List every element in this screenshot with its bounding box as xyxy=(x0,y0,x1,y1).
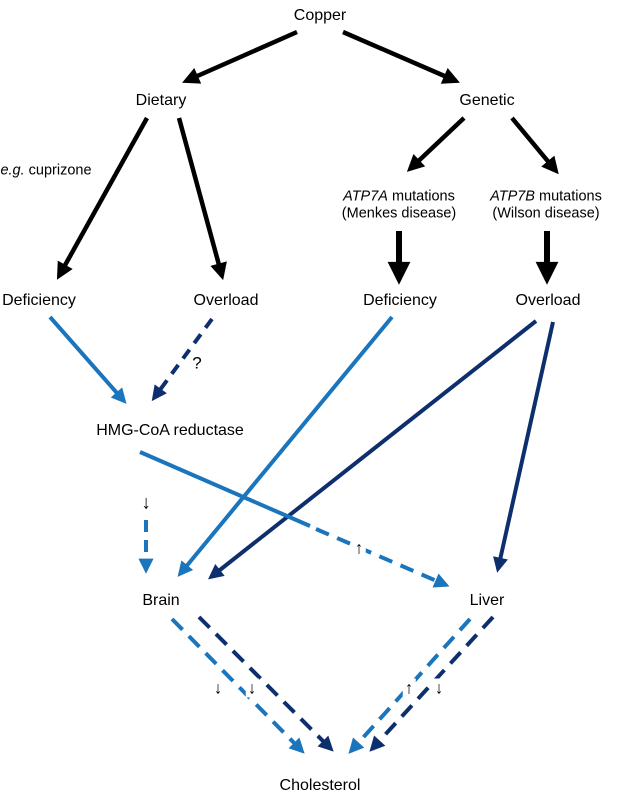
atp7a-disease: (Menkes disease) xyxy=(341,205,457,221)
cuprizone-prefix: e.g. xyxy=(0,162,25,179)
arrow-genetic-overload-to-brain xyxy=(208,319,538,580)
arrow-copper-to-genetic xyxy=(342,29,460,84)
cuprizone-text: cuprizone xyxy=(24,162,92,179)
node-cuprizone: e.g. cuprizone xyxy=(0,163,91,180)
arrow-hmg-to-liver-solid-segment xyxy=(139,450,311,528)
node-copper: Copper xyxy=(293,6,347,24)
arrow-genetic-overload-to-liver xyxy=(493,321,555,573)
down-arrow-icon: ↓ xyxy=(211,678,225,698)
up-arrow-icon: ↑ xyxy=(352,538,366,558)
node-genetic: Genetic xyxy=(459,91,515,109)
node-hmg-coa-reductase: HMG-CoA reductase xyxy=(96,421,244,439)
question-mark-annotation: ? xyxy=(192,353,202,373)
node-atp7b-mutations: ATP7B mutations (Wilson disease) xyxy=(490,188,602,221)
node-genetic-overload: Overload xyxy=(515,291,581,309)
atp7b-line1: ATP7B mutations xyxy=(490,188,602,205)
node-cholesterol: Cholesterol xyxy=(279,776,361,794)
arrow-dietary-to-overload xyxy=(176,117,227,281)
node-genetic-deficiency: Deficiency xyxy=(363,291,437,309)
arrow-genetic-to-atp7a xyxy=(406,116,466,172)
atp7b-gene: ATP7B xyxy=(490,188,535,205)
down-arrow-icon: ↓ xyxy=(141,492,151,514)
arrow-brain-to-cholesterol-dark xyxy=(197,615,334,752)
atp7b-disease: (Wilson disease) xyxy=(492,205,600,221)
arrow-genetic-to-atp7b xyxy=(510,116,559,175)
arrow-copper-to-dietary xyxy=(182,29,298,84)
down-arrow-icon: ↓ xyxy=(432,678,446,698)
node-liver: Liver xyxy=(469,591,505,609)
arrow-dietary-overload-to-hmg-dashed xyxy=(151,317,214,402)
atp7a-suffix: mutations xyxy=(387,188,455,205)
down-arrow-icon: ↓ xyxy=(245,678,259,698)
arrow-dietary-to-deficiency xyxy=(56,116,149,280)
arrow-brain-to-cholesterol-light xyxy=(170,617,305,754)
atp7b-suffix: mutations xyxy=(534,188,602,205)
atp7a-line1: ATP7A mutations xyxy=(342,188,456,205)
arrow-genetic-deficiency-to-brain xyxy=(177,315,394,577)
node-dietary: Dietary xyxy=(135,91,187,109)
up-arrow-icon: ↑ xyxy=(402,678,416,698)
node-atp7a-mutations: ATP7A mutations (Menkes disease) xyxy=(342,188,456,221)
node-brain: Brain xyxy=(142,591,180,609)
arrow-liver-to-cholesterol-dark xyxy=(369,615,495,752)
node-dietary-deficiency: Deficiency xyxy=(2,291,76,309)
arrow-dietary-deficiency-to-hmg xyxy=(48,315,127,404)
arrow-hmg-to-liver-dashed-segment xyxy=(315,527,450,588)
arrow-liver-to-cholesterol-light xyxy=(348,617,472,754)
atp7a-gene: ATP7A xyxy=(343,188,388,205)
node-dietary-overload: Overload xyxy=(193,291,259,309)
